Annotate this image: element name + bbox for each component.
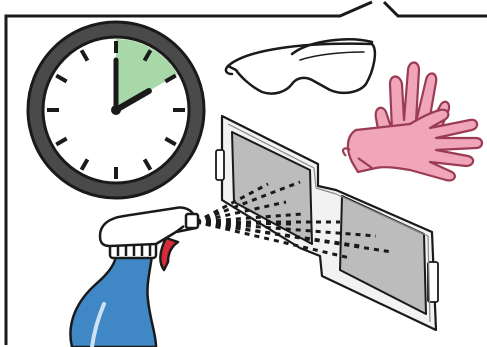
clock-icon [28, 22, 204, 198]
clock-center-pin [111, 105, 121, 115]
spray-bottle-icon [70, 207, 198, 347]
safety-glasses-icon [226, 39, 375, 93]
